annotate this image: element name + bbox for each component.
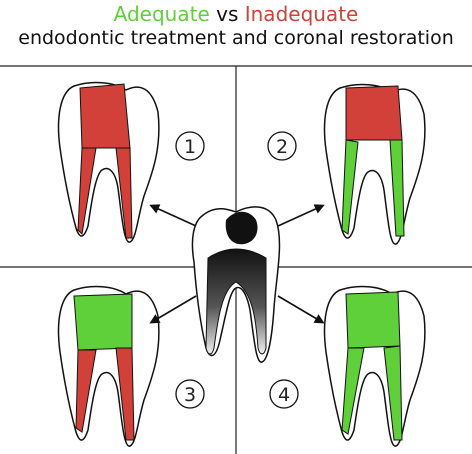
title-vs: vs [209, 2, 245, 26]
tooth-1 [57, 81, 160, 243]
tooth-1-crown-fill [79, 83, 131, 149]
badge-3-circle [175, 379, 205, 409]
tooth-1-root-right-fill [115, 147, 133, 239]
title-adequate: Adequate [113, 2, 210, 26]
badge-4-number: 4 [278, 384, 290, 406]
badge-2-number: 2 [276, 136, 288, 158]
diagram-title: Adequate vs Inadequate [0, 2, 472, 26]
diagram-subtitle: endodontic treatment and coronal restora… [18, 27, 454, 49]
badge-1-number: 1 [184, 136, 196, 158]
tooth-2-crown-fill [345, 85, 403, 141]
badge-2: 2 [267, 131, 297, 161]
badge-3-number: 3 [184, 384, 196, 406]
tooth-1-root-left-fill [77, 147, 97, 236]
title-inadequate: Inadequate [244, 2, 359, 26]
tooth-4-root-left-fill [341, 347, 365, 435]
tooth-3-crown-fill [73, 293, 133, 351]
tooth-2-root-left-fill [341, 139, 359, 235]
tooth-3-root-left-fill [75, 349, 97, 433]
badge-4: 4 [269, 379, 299, 409]
tooth-4-crown-fill [345, 291, 401, 349]
badge-3: 3 [175, 379, 205, 409]
tooth-4-root-right-fill [383, 345, 403, 441]
badge-1: 1 [175, 131, 205, 161]
central-tooth [191, 206, 281, 363]
tooth-3-root-right-fill [115, 347, 135, 441]
arrow-to-tooth-4 [277, 295, 325, 324]
arrow-to-tooth-1 [149, 204, 197, 227]
badge-4-circle [269, 379, 299, 409]
badge-1-circle [175, 131, 205, 161]
tooth-3 [57, 285, 160, 447]
arrow-to-tooth-2 [277, 204, 325, 227]
arrow-to-tooth-3 [149, 295, 197, 324]
badge-2-circle [267, 131, 297, 161]
tooth-2-root-right-fill [389, 139, 405, 237]
central-tooth-caries [225, 211, 258, 245]
tooth-4 [323, 285, 426, 447]
central-tooth-canals [205, 248, 267, 355]
tooth-2 [323, 83, 426, 245]
